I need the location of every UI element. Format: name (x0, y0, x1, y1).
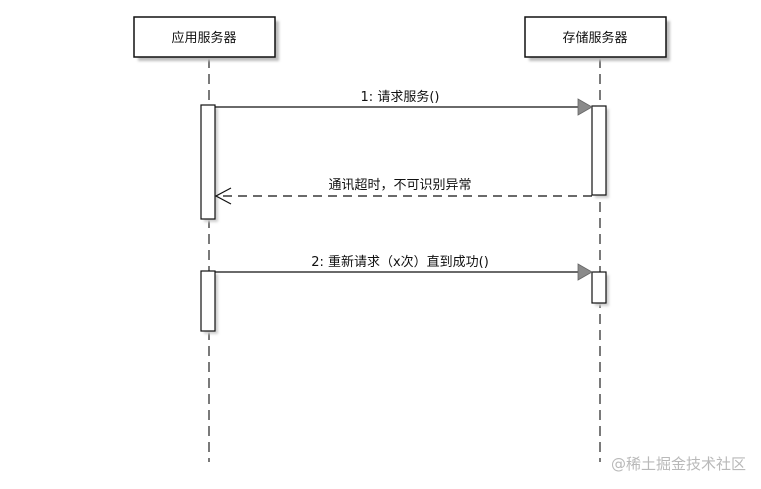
watermark-text: @稀土掘金技术社区 (611, 455, 746, 473)
activation-app-2 (200, 270, 218, 334)
activation-app-1 (200, 104, 218, 222)
arrowhead-timeout-return (214, 187, 232, 205)
message-timeout-return: 通讯超时，不可识别异常 (214, 178, 592, 205)
participant-app-label: 应用服务器 (171, 30, 236, 46)
message-request-service: 1: 请求服务() (215, 89, 593, 116)
message-timeout-return-label: 通讯超时，不可识别异常 (328, 178, 471, 193)
arrowhead-request-service (577, 98, 593, 116)
participant-app: 应用服务器 (133, 16, 279, 61)
activation-storage-2 (591, 271, 609, 306)
message-request-service-label: 1: 请求服务() (361, 89, 440, 105)
arrowhead-retry-request (577, 263, 593, 281)
message-retry-request: 2: 重新请求（x次）直到成功() (215, 254, 593, 281)
activation-storage-1 (591, 105, 609, 198)
message-retry-request-label: 2: 重新请求（x次）直到成功() (311, 254, 489, 270)
participant-storage: 存储服务器 (524, 16, 670, 61)
participant-storage-label: 存储服务器 (562, 30, 627, 46)
